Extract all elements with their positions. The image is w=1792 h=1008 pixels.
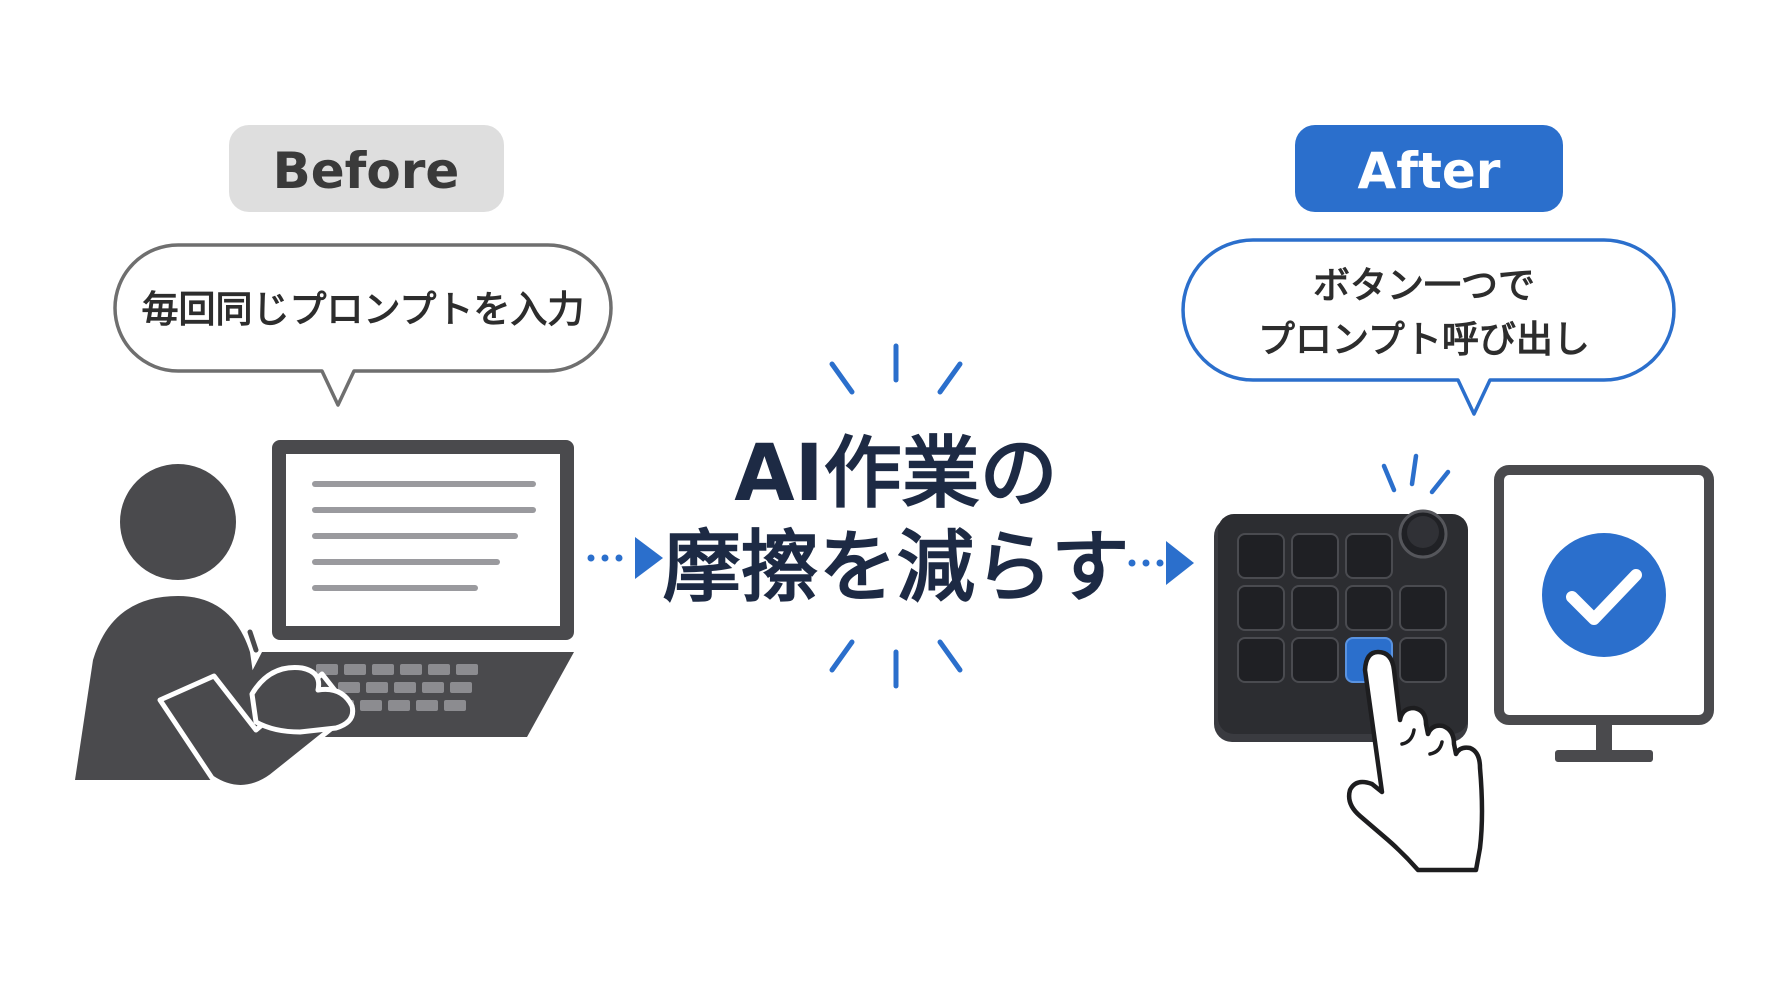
monitor-icon [1494, 465, 1714, 762]
keypad-knob [1398, 509, 1448, 559]
pointing-hand-icon [1346, 649, 1485, 873]
before-speech-bubble: 毎回同じプロンプトを入力 [113, 243, 613, 407]
after-speech-bubble: ボタン一つで プロンプト呼び出し [1181, 238, 1676, 416]
person-icon [75, 464, 356, 790]
center-title-line1: AI作業の [734, 429, 1057, 519]
after-badge-label: After [1358, 142, 1501, 200]
after-badge: After [1295, 125, 1563, 212]
left-arrow [587, 537, 663, 579]
screen-text-lines [312, 481, 536, 591]
after-bubble-line2: プロンプト呼び出し [1258, 318, 1590, 361]
macro-keypad-icon [1214, 453, 1468, 742]
keypad-keys [1237, 533, 1447, 683]
typing-motion-lines [231, 629, 259, 665]
before-section: Before 毎回同じプロンプトを入力 [75, 125, 613, 790]
before-badge: Before [229, 125, 504, 212]
key-press-lines [1381, 453, 1451, 495]
right-arrow [1128, 541, 1194, 585]
checkmark-icon [1542, 533, 1666, 657]
after-section: After ボタン一つで プロンプト呼び出し [1181, 125, 1714, 873]
center-title-line2: 摩擦を減らす [663, 523, 1129, 613]
before-badge-label: Before [273, 142, 460, 200]
before-bubble-text: 毎回同じプロンプトを入力 [142, 288, 585, 331]
after-bubble-line1: ボタン一つで [1313, 264, 1535, 307]
burst-lines [829, 343, 963, 689]
hand-knuckle-lines [1400, 728, 1444, 756]
center-section: AI作業の 摩擦を減らす [663, 343, 1129, 689]
